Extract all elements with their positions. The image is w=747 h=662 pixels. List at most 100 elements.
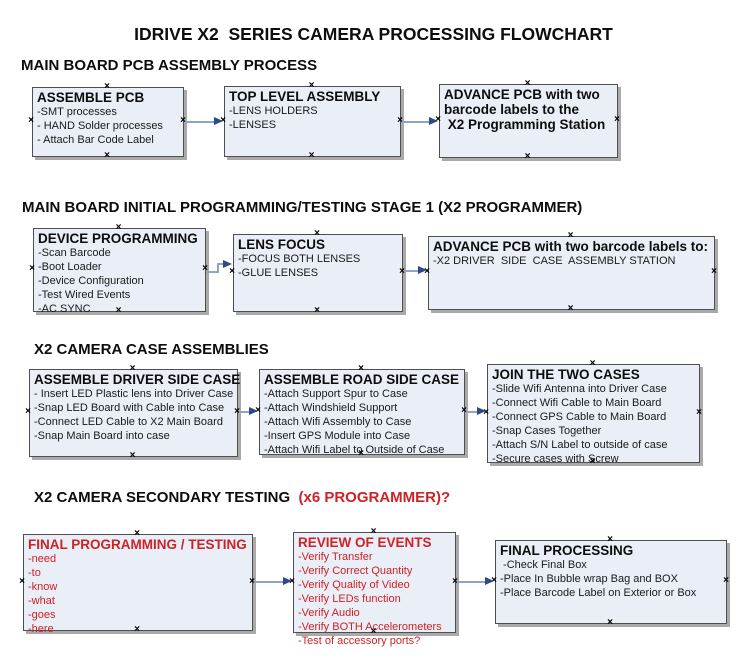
process-box-join-the-two-cases: JOIN THE TWO CASES-Slide Wifi Antenna in…: [483, 359, 702, 467]
arrow-head-icon: [214, 117, 223, 125]
box-text-line: -AC SYNC: [38, 303, 91, 315]
process-box-device-programming: DEVICE PROGRAMMING-Scan Barcode -Boot Loa…: [29, 223, 208, 316]
connection-handle-icon: ×: [607, 617, 613, 628]
box-text-line: -Attach Wifi Label to Outside of Case: [264, 444, 445, 456]
process-box-assemble-driver-side-case: ASSEMBLE DRIVER SIDE CASE- Insert LED Pl…: [25, 364, 241, 461]
section-heading-text: MAIN BOARD INITIAL PROGRAMMING/TESTING S…: [22, 199, 583, 216]
arrow-line: [217, 263, 219, 273]
connection-handle-icon: ×: [711, 266, 717, 277]
box-text-line: -Scan Barcode: [38, 247, 111, 259]
arrow-line: [254, 581, 284, 583]
box-text-line: -Verify LEDs function: [298, 593, 401, 605]
box-text-line: -Verify Audio: [298, 607, 360, 619]
arrow-line: [206, 271, 217, 273]
arrow-line: [404, 270, 419, 272]
arrow-head-icon: [429, 117, 438, 125]
box-text-line: -SMT processes: [37, 106, 117, 118]
box-text-line: -GLUE LENSES: [238, 267, 319, 279]
section-heading-red-text: (x6 PROGRAMMER)?: [290, 489, 451, 506]
box-text-line: -Attach S/N Label to outside of case: [492, 439, 668, 451]
process-box-assemble-pcb: ASSEMBLE PCB-SMT processes - HAND Solder …: [28, 82, 186, 161]
section-heading-main-board-initial-programming: MAIN BOARD INITIAL PROGRAMMING/TESTING S…: [22, 199, 582, 216]
box-title-line: FINAL PROCESSING: [500, 543, 634, 558]
box-text-line: -Test Wired Events: [38, 289, 131, 301]
box-text-line: -to: [28, 567, 41, 579]
section-heading-text: X2 CAMERA SECONDARY TESTING: [34, 489, 291, 506]
arrow-line: [466, 411, 478, 413]
arrow-head-icon: [485, 577, 494, 585]
box-text-line: -Verify Transfer: [298, 551, 373, 563]
box-title-line: ADVANCE PCB with two: [444, 87, 600, 102]
connection-handle-icon: ×: [19, 575, 25, 587]
arrow-line: [402, 121, 430, 123]
section-heading-x2-camera-secondary-testing: X2 CAMERA SECONDARY TESTING (x6 PROGRAMM…: [34, 489, 450, 506]
section-heading-text: X2 CAMERA CASE ASSEMBLIES: [34, 341, 269, 358]
box-title-line: ASSEMBLE PCB: [37, 90, 145, 105]
box-text-line: -Insert GPS Module into Case: [264, 430, 411, 442]
box-title-line: ASSEMBLE DRIVER SIDE CASE: [34, 372, 241, 387]
arrow-head-icon: [477, 407, 486, 415]
box-text-line: -Attach Windshield Support: [264, 402, 398, 414]
connection-handle-icon: ×: [229, 266, 235, 277]
box-text-line: - Insert LED Plastic lens into Driver Ca…: [34, 388, 234, 400]
arrow-head-icon: [418, 266, 427, 274]
box-text-line: -here: [28, 623, 54, 635]
arrow-head-icon: [283, 577, 292, 585]
box-text-line: -Connect Wifi Cable to Main Board: [492, 397, 662, 409]
connection-handle-icon: ×: [28, 115, 34, 126]
box-text-line: -Test of accessory ports?: [298, 635, 421, 647]
box-text-line: -Verify Quality of Video: [298, 579, 410, 591]
process-box-lens-focus: LENS FOCUS-FOCUS BOTH LENSES -GLUE LENSES…: [229, 229, 405, 316]
connection-handle-icon: ×: [308, 150, 315, 161]
box-text-line: -LENSES: [229, 119, 277, 131]
box-text-line: -Verify BOTH Accelerometers: [298, 621, 442, 633]
box-title-line: ASSEMBLE ROAD SIDE CASE: [264, 372, 460, 387]
box-text-line: -goes: [28, 609, 56, 621]
connection-handle-icon: ×: [567, 303, 574, 314]
process-box-final-processing: FINAL PROCESSING -Check Final Box-Place …: [491, 535, 729, 628]
box-text-line: -Snap Main Board into case: [34, 430, 170, 442]
arrow-line: [457, 581, 486, 583]
box-text-line: -FOCUS BOTH LENSES: [238, 253, 361, 265]
box-text-line: - Attach Bar Code Label: [37, 134, 154, 146]
section-heading-x2-camera-case-assemblies: X2 CAMERA CASE ASSEMBLIES: [34, 341, 269, 358]
arrow-head-icon: [223, 259, 232, 268]
box-title-line: LENS FOCUS: [238, 237, 326, 252]
box-text-line: -Boot Loader: [38, 261, 102, 273]
process-box-assemble-road-side-case: ASSEMBLE ROAD SIDE CASE-Attach Support S…: [255, 364, 467, 459]
box-text-line: -know: [28, 581, 58, 593]
box-title-line: REVIEW OF EVENTS: [298, 535, 432, 550]
box-title-line: JOIN THE TWO CASES: [492, 367, 640, 382]
box-text-line: -Connect LED Cable to X2 Main Board: [34, 416, 223, 428]
arrow-line: [239, 411, 250, 413]
section-heading-text: MAIN BOARD PCB ASSEMBLY PROCESS: [21, 57, 318, 74]
box-text-line: -Slide Wifi Antenna into Driver Case: [492, 383, 667, 395]
process-box-top-level-assembly: TOP LEVEL ASSEMBLY-LENS HOLDERS-LENSES××…: [220, 81, 403, 161]
connection-handle-icon: ×: [104, 150, 110, 161]
page-title: IDRIVE X2 SERIES CAMERA PROCESSING FLOWC…: [134, 24, 613, 44]
box-text-line: -Device Configuration: [38, 275, 144, 287]
box-text-line: -Snap LED Board with Cable into Case: [34, 402, 225, 414]
process-box-advance-pcb-to-driver-side-station: ADVANCE PCB with two barcode labels to:-…: [424, 231, 717, 314]
box-text-line: -Verify Correct Quantity: [298, 565, 413, 577]
box-text-line: -Attach Support Spur to Case: [264, 388, 408, 400]
connection-handle-icon: ×: [314, 305, 320, 316]
box-text-line: -LENS HOLDERS: [229, 105, 318, 117]
arrow-line: [217, 263, 224, 265]
box-text-line: -what: [28, 595, 55, 607]
section-heading-main-board-pcb-assembly: MAIN BOARD PCB ASSEMBLY PROCESS: [21, 57, 317, 74]
box-text-line: -Place In Bubble wrap Bag and BOX: [500, 573, 678, 585]
connection-handle-icon: ×: [25, 406, 31, 417]
box-text-line: -Place Barcode Label on Exterior or Box: [500, 587, 697, 599]
box-text-line: -X2 DRIVER SIDE CASE ASSEMBLY STATION: [433, 255, 676, 267]
box-title-line: ADVANCE PCB with two barcode labels to:: [433, 239, 709, 254]
box-text-line: - HAND Solder processes: [37, 120, 163, 132]
process-box-final-programming-testing: FINAL PROGRAMMING / TESTING-need-to-know…: [19, 529, 255, 636]
box-title-line: barcode labels to the: [444, 102, 580, 117]
process-box-review-of-events: REVIEW OF EVENTS-Verify Transfer -Verify …: [289, 527, 458, 648]
connection-handle-icon: ×: [29, 263, 35, 274]
box-title-line: DEVICE PROGRAMMING: [38, 231, 198, 246]
